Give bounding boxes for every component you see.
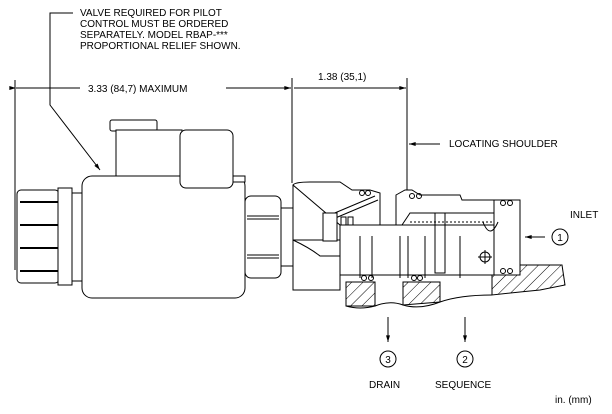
note-line-1: VALVE REQUIRED FOR PILOT: [80, 8, 222, 19]
note-line-2: CONTROL MUST BE ORDERED: [80, 19, 228, 30]
locating-shoulder-label: LOCATING SHOULDER: [449, 139, 558, 150]
manifold-section-3: [491, 264, 566, 296]
port-1-circle: [551, 228, 569, 246]
manifold-cavity: [345, 264, 566, 309]
port-2-label: SEQUENCE: [435, 380, 491, 391]
connector-cap: [109, 119, 158, 132]
cartridge-sleeve: [339, 224, 521, 276]
port-1-label: INLET: [570, 210, 598, 221]
port-1-number: 1: [557, 233, 563, 244]
poppet: [482, 221, 499, 232]
cartridge-top: [395, 189, 499, 226]
nut-flange: [57, 187, 73, 286]
units-label: in. (mm): [555, 395, 592, 406]
cartridge-body: [339, 189, 521, 281]
port-3-circle: [379, 350, 397, 368]
tube-stem: [280, 207, 294, 267]
hex-nut: [244, 195, 282, 279]
port-2-number: 2: [462, 355, 468, 366]
note-line-3: SEPARATELY. MODEL RBAP-***: [80, 30, 228, 41]
cartridge-dimension-label: 1.38 (35,1): [318, 72, 366, 83]
note-leader-line: [49, 12, 101, 171]
knurled-nut: [16, 189, 60, 284]
manifold-section-1: [345, 281, 376, 307]
solenoid-assembly: [16, 119, 294, 299]
pilot-cap: [292, 181, 381, 226]
port-2-circle: [456, 350, 474, 368]
port-2-sequence: 2 SEQUENCE: [435, 317, 491, 391]
locating-shoulder-callout: LOCATING SHOULDER: [408, 139, 558, 150]
overall-dimension-label: 3.33 (84,7) MAXIMUM: [88, 84, 187, 95]
pilot-valve-body: [292, 181, 381, 291]
connector-body: [115, 129, 183, 177]
port-3-drain: 3 DRAIN: [369, 317, 400, 391]
connector-tab: [232, 175, 246, 183]
port-1-inlet: 1 INLET: [525, 210, 598, 246]
port-3-number: 3: [385, 355, 391, 366]
overall-dimension: 3.33 (84,7) MAXIMUM: [9, 78, 293, 270]
cartridge-nose: [493, 199, 521, 276]
nut-collar: [71, 192, 83, 282]
connector-plug: [179, 129, 234, 189]
cartridge-dimension: 1.38 (35,1): [294, 72, 408, 190]
note-line-4: PROPORTIONAL RELIEF SHOWN.: [80, 41, 241, 52]
pilot-note: VALVE REQUIRED FOR PILOT CONTROL MUST BE…: [49, 8, 241, 171]
coil-body: [81, 175, 246, 299]
pilot-spool: [322, 212, 338, 242]
port-3-label: DRAIN: [369, 380, 400, 391]
manifold-section-2: [402, 281, 441, 306]
